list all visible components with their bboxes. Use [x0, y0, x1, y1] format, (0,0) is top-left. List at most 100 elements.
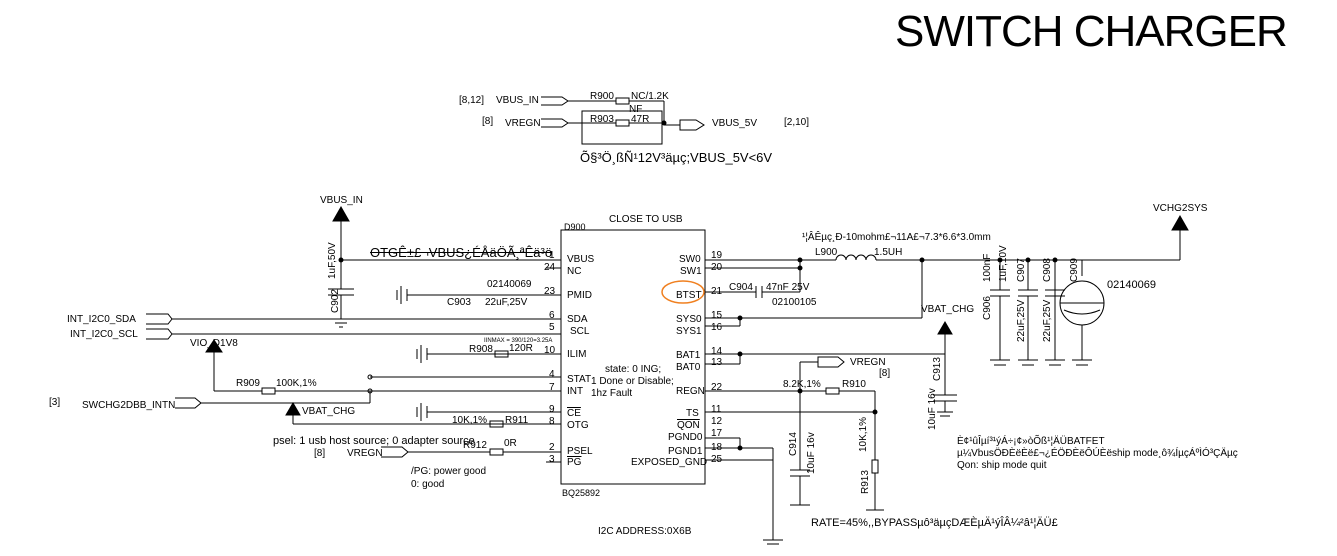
- pmid-part-number: 02140069: [487, 279, 532, 290]
- pin-qon-num: 12: [711, 416, 723, 427]
- ref-8-left: [8]: [314, 448, 326, 459]
- c914-value: 10uF 16v: [806, 432, 817, 474]
- iinmax-note: IINMAX = 390/120=3.25A: [484, 338, 553, 344]
- pin-bat0-name: BAT0: [676, 362, 701, 373]
- i2c-address: I2C ADDRESS:0X6B: [598, 526, 692, 537]
- ref-2-10: [2,10]: [784, 117, 810, 128]
- c909-label: C909: [1069, 258, 1080, 282]
- c914-label: C914: [788, 432, 799, 456]
- scl-port: [146, 328, 173, 340]
- stat-note-1: state: 0 ING;: [605, 364, 662, 375]
- bq25892-body: [560, 229, 706, 485]
- pin-ce-num: 9: [549, 404, 555, 415]
- pin-btst-name: BTST: [676, 290, 702, 301]
- r913-resistor: [871, 459, 879, 474]
- r913-value: 10K,1%: [858, 416, 869, 452]
- r912-resistor: [489, 448, 504, 456]
- l900-label: L900: [815, 247, 838, 258]
- ref-8-right: [8]: [879, 368, 891, 379]
- vregn-port-top: [541, 118, 569, 128]
- pin-pmid-num: 23: [544, 286, 556, 297]
- r903-resistor: [615, 119, 630, 127]
- c913-label: C913: [932, 357, 943, 381]
- pin-ts-name: TS: [686, 408, 699, 419]
- pin-scl-num: 5: [549, 322, 555, 333]
- vio-d1v8-label: VIO_D1V8: [190, 338, 238, 349]
- vbus-in-arrow: [332, 205, 350, 222]
- c908-label: C908: [1042, 258, 1053, 282]
- pin-pgnd0-name: PGND0: [668, 432, 703, 443]
- pin-qon-name: QON: [677, 420, 700, 431]
- r908-value: 120R: [509, 343, 533, 354]
- ref-3: [3]: [49, 397, 61, 408]
- vbus-5v-label: VBUS_5V: [712, 118, 758, 129]
- pin-regn-num: 22: [711, 382, 723, 393]
- ic-part-number: BQ25892: [562, 488, 601, 498]
- c902-value: 1uF,50V: [327, 242, 338, 279]
- r910-resistor: [825, 387, 840, 395]
- batfet-note-1: È¢¹ûÎµí³¹ýÁ÷¡¢»òÕß¹¦ÄÜBATFET: [957, 436, 1105, 447]
- r900-nf: NF: [629, 104, 643, 115]
- pin-exposed-gnd-num: 25: [711, 454, 723, 465]
- vregn-label-right: VREGN: [850, 357, 886, 368]
- c913-value: 10uF 16v: [927, 388, 938, 430]
- vbus-5v-port: [679, 119, 705, 131]
- ref-8-top: [8]: [482, 116, 494, 127]
- pin-bat1-name: BAT1: [676, 350, 701, 361]
- page-title: SWITCH CHARGER: [895, 7, 1288, 56]
- vbus-in-label: VBUS_IN: [320, 195, 363, 206]
- pin-regn-name: REGN: [676, 386, 705, 397]
- vbat-chg-arrow-right: [937, 321, 953, 335]
- pin-pgnd1-name: PGND1: [668, 446, 703, 457]
- c903-value: 22uF,25V: [485, 297, 528, 308]
- pin-sw1-num: 20: [711, 262, 723, 273]
- pin-int-name: INT: [567, 386, 584, 397]
- pin-stat-num: 4: [549, 369, 555, 380]
- c906-label: C906: [982, 296, 993, 320]
- pin-sw0-num: 19: [711, 250, 723, 261]
- c903-label: C903: [447, 297, 471, 308]
- pin-sys0-num: 15: [711, 310, 723, 321]
- sda-port: [146, 313, 173, 325]
- pin-bat0-num: 13: [711, 357, 723, 368]
- qon-note: Qon: ship mode quit: [957, 460, 1047, 471]
- pin-ts-num: 11: [711, 404, 722, 415]
- ic-refdes: D900: [564, 222, 586, 232]
- stat-note-2: 1 Done or Disable;: [591, 376, 674, 387]
- vchg2sys-arrow: [1171, 214, 1189, 231]
- pin-exposed-gnd-name: EXPOSED_GND: [631, 457, 708, 468]
- r911-value: 10K,1%: [452, 415, 488, 426]
- c904-label: C904: [729, 282, 753, 293]
- pin-pgnd0-num: 17: [711, 428, 723, 439]
- vregn-label-top: VREGN: [505, 118, 541, 129]
- pin-vbus-num: 1: [549, 250, 555, 261]
- c902-label: C902: [330, 289, 341, 313]
- stat-note-3: 1hz Fault: [591, 388, 633, 399]
- r908-label: R908: [469, 344, 493, 355]
- btst-highlight: [661, 280, 705, 304]
- pin-nc-num: 24: [544, 262, 556, 273]
- pin-pg-name: PG: [567, 457, 582, 468]
- rate-note: RATE=45%,,BYPASSµô³äµçDÆÈµÄ¹ýÎÂ¼²â¹¦ÄÜ£: [811, 517, 1058, 529]
- r912-value: 0R: [504, 438, 517, 449]
- pin-ilim-num: 10: [544, 345, 556, 356]
- vbat-chg-label-left: VBAT_CHG: [302, 406, 356, 417]
- inductor-note: ¹¦ÂÊµç¸Ð-10mohm£¬11A£¬7.3*6.6*3.0mm: [802, 232, 991, 243]
- pin-nc-name: NC: [567, 266, 582, 277]
- pg-note-2: 0: good: [411, 479, 445, 490]
- vregn-label-left: VREGN: [347, 448, 383, 459]
- r900-resistor: [615, 97, 630, 105]
- close-to-usb-note: CLOSE TO USB: [609, 214, 683, 225]
- c904-part-number: 02100105: [772, 297, 817, 308]
- r911-label: R911: [505, 415, 529, 426]
- vbus-in-label-top: VBUS_IN: [496, 95, 539, 106]
- pin-otg-num: 8: [549, 416, 555, 427]
- pin-scl-name: SCL: [570, 326, 590, 337]
- r909-value: 100K,1%: [276, 378, 317, 389]
- vchg2sys-label: VCHG2SYS: [1153, 203, 1208, 214]
- pin-pgnd1-num: 18: [711, 442, 723, 453]
- r910-label: R910: [842, 379, 866, 390]
- r913-label: R913: [860, 470, 871, 494]
